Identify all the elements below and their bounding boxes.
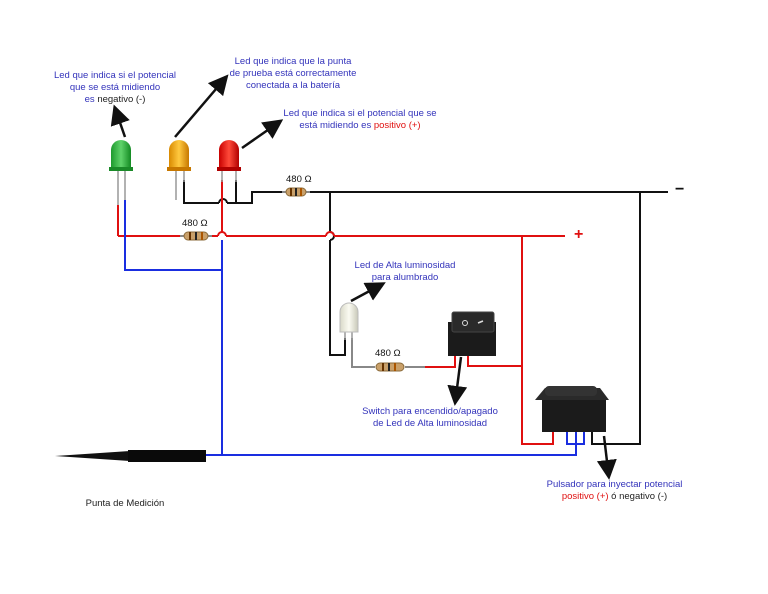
positive-terminal: + xyxy=(574,226,584,243)
resistor-label: 480 Ω xyxy=(286,174,312,185)
probe-label: Punta de Medición xyxy=(85,498,165,509)
high-led-label: Led de Alta luminosidad para alumbrado xyxy=(340,260,470,284)
led-yellow-icon xyxy=(167,140,191,200)
led-white-icon xyxy=(339,302,359,340)
label-line: que se está midiendo xyxy=(69,82,161,93)
positive-text: positivo (+) xyxy=(373,120,421,131)
label-line: Switch para encendido/apagado xyxy=(362,406,498,417)
label-line: de prueba está correctamente xyxy=(229,68,357,79)
label-line: Led de Alta luminosidad xyxy=(354,260,456,271)
negative-text: ó negativo (-) xyxy=(608,491,668,502)
label-line: Led que indica que la punta xyxy=(234,56,352,67)
annotation-arrows xyxy=(110,74,617,480)
probe-wires xyxy=(124,200,585,456)
label-line: es xyxy=(84,94,98,105)
resistor-top xyxy=(282,187,310,197)
label-line: Led que indica si el potencial xyxy=(53,70,176,81)
pushbutton-label: Pulsador para inyectar potencial positiv… xyxy=(532,479,697,503)
resistor-mid xyxy=(180,231,212,241)
label-line: está midiendo es xyxy=(299,120,374,131)
red-led-label: Led que indica si el potencial que se es… xyxy=(265,108,455,132)
led-green-icon xyxy=(109,140,133,205)
negative-terminal: − xyxy=(675,181,685,198)
switch-label: Switch para encendido/apagado de Led de … xyxy=(350,406,510,430)
label-line: Pulsador para inyectar potencial xyxy=(546,479,683,490)
led-red-icon xyxy=(217,140,241,182)
label-line: de Led de Alta luminosidad xyxy=(372,418,488,429)
rocker-switch-icon xyxy=(448,311,496,356)
rocker-pushbutton-icon xyxy=(535,386,609,432)
probe-icon xyxy=(55,450,206,462)
positive-text: positivo (+) xyxy=(561,491,609,502)
green-led-label: Led que indica si el potencial que se es… xyxy=(40,70,190,106)
negative-text: negativo (-) xyxy=(97,94,146,105)
label-line: conectada a la batería xyxy=(245,80,340,91)
resistor-low xyxy=(375,362,405,372)
resistor-label: 480 Ω xyxy=(182,218,208,229)
label-line: Led que indica si el potencial que se xyxy=(283,108,437,119)
resistor-label: 480 Ω xyxy=(375,348,401,359)
yellow-led-label: Led que indica que la punta de prueba es… xyxy=(218,56,368,92)
label-line: para alumbrado xyxy=(371,272,439,283)
